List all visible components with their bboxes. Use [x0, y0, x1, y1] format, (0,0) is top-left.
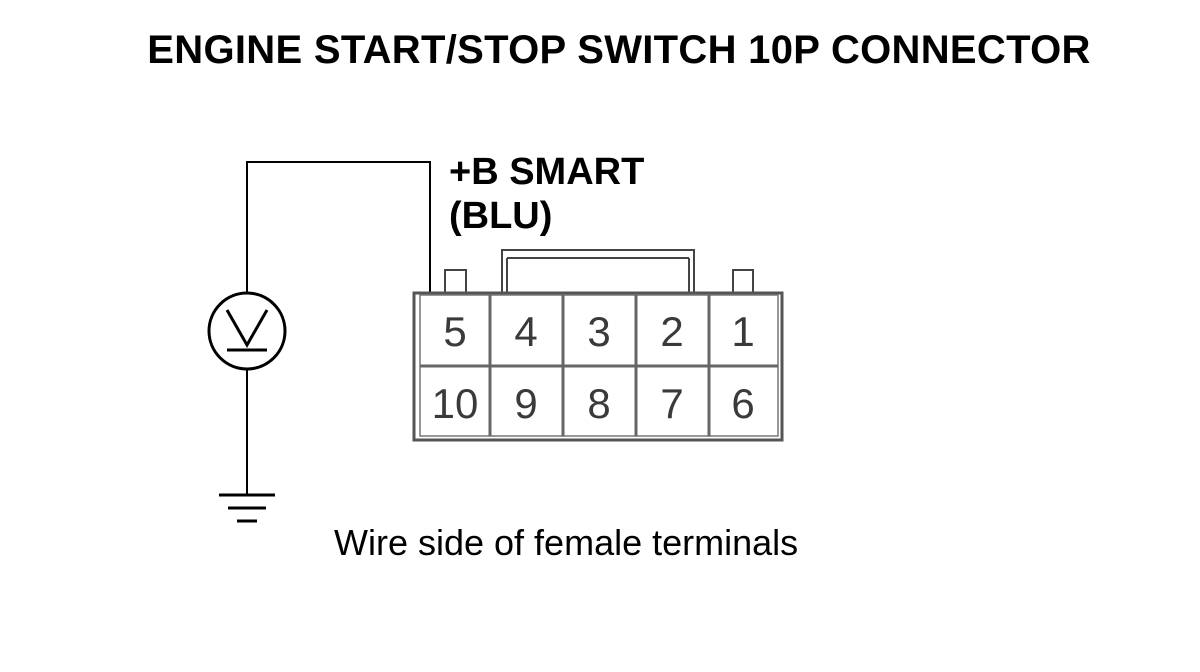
terminal-9: 9: [514, 380, 537, 427]
wire-label: +B SMART (BLU): [449, 150, 644, 238]
diagram-title: ENGINE START/STOP SWITCH 10P CONNECTOR: [147, 28, 1091, 72]
voltmeter-icon: [207, 291, 287, 371]
terminal-2: 2: [660, 308, 683, 355]
terminal-5: 5: [443, 308, 466, 355]
wire-label-color: (BLU): [449, 195, 553, 237]
wire-label-signal: +B SMART: [449, 151, 645, 193]
terminal-10: 10: [432, 380, 479, 427]
connector-view-caption: Wire side of female terminals: [334, 522, 799, 563]
terminal-8: 8: [587, 380, 610, 427]
terminal-6: 6: [731, 380, 754, 427]
terminal-1: 1: [731, 308, 754, 355]
terminal-7: 7: [660, 380, 683, 427]
connector-housing: [412, 249, 784, 442]
probe-wire: [246, 161, 431, 293]
terminal-3: 3: [587, 308, 610, 355]
terminal-4: 4: [514, 308, 537, 355]
ground-icon: [219, 493, 275, 523]
